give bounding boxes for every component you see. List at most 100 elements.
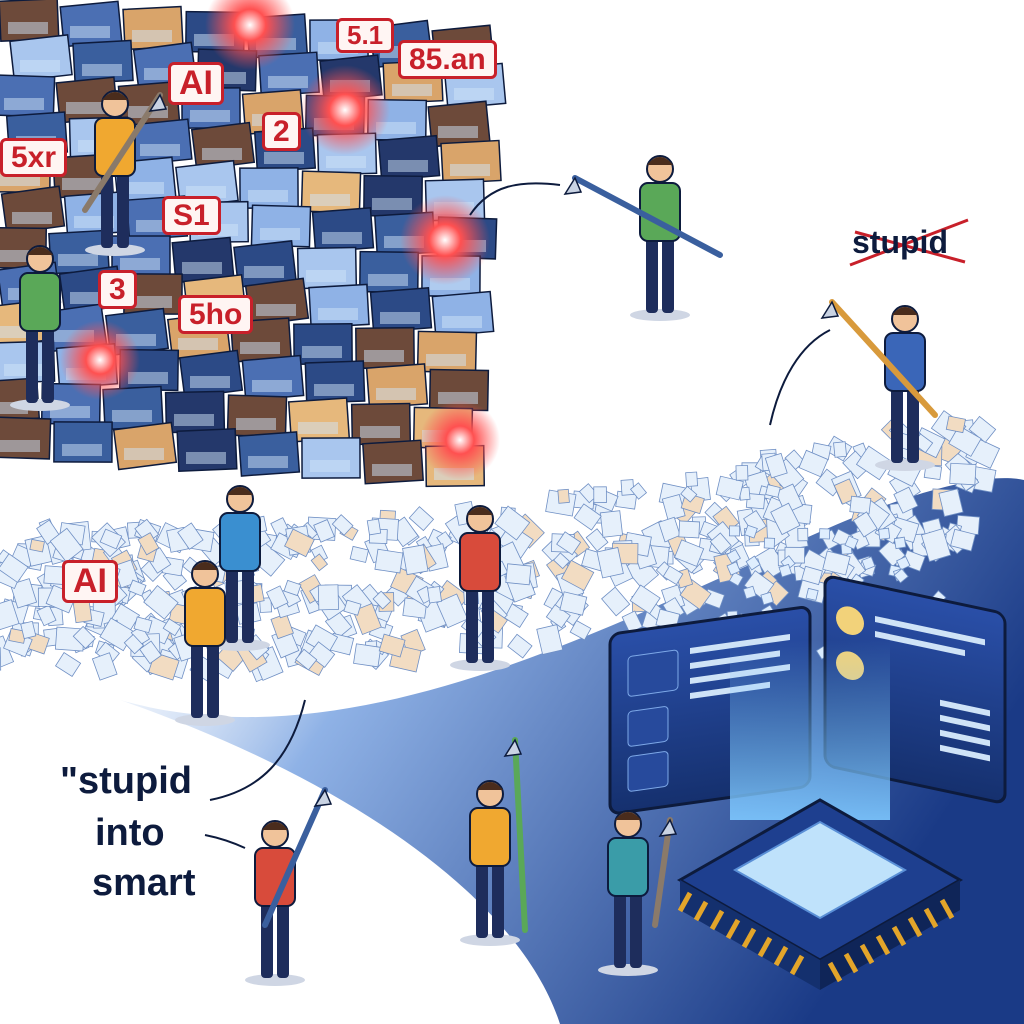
paper-sheet — [307, 641, 336, 668]
light-beam — [730, 640, 890, 820]
paper-sheet — [849, 495, 872, 515]
paper-sheet — [505, 563, 532, 586]
label-tag-7: 3 — [98, 270, 137, 309]
paper-sheet — [352, 602, 382, 636]
paper-sheet — [0, 599, 20, 631]
paper-sheet — [822, 550, 851, 576]
paper-sheet — [629, 584, 661, 615]
paper-sheet — [133, 616, 153, 634]
wall-photo — [0, 185, 66, 235]
wall-photo — [59, 0, 123, 48]
paper-sheet — [920, 528, 952, 562]
burst-1 — [205, 0, 295, 70]
people — [10, 90, 938, 986]
wall-photo — [427, 100, 491, 148]
paper-sheet — [378, 633, 406, 658]
spear — [652, 817, 673, 928]
paper-sheet — [945, 415, 966, 434]
wall-photo — [178, 349, 244, 399]
wall-photo — [164, 390, 226, 434]
paper-sheet — [270, 613, 294, 640]
chip-pin — [709, 909, 725, 931]
paper-sheet — [797, 527, 809, 542]
paper-sheet — [596, 547, 624, 579]
paper-sheet — [0, 553, 29, 583]
floating-sheet — [878, 527, 891, 540]
wall-photo — [0, 0, 60, 42]
paper-sheet — [735, 465, 749, 481]
paper-sheet — [49, 527, 84, 563]
paper-sheet — [764, 452, 788, 479]
wall-photo — [440, 139, 502, 185]
wall-photo — [296, 246, 358, 290]
wall-photo — [175, 159, 239, 209]
spear — [82, 92, 163, 213]
paper-sheet — [745, 492, 766, 510]
floating-sheet — [805, 587, 819, 601]
paper-sheet — [833, 441, 848, 458]
paper-sheet — [553, 552, 571, 570]
chip-pin — [789, 954, 805, 976]
paper-sheet — [295, 648, 318, 671]
wall-photo — [250, 204, 312, 248]
wall-photo — [237, 431, 301, 477]
label-tag-9: AI — [62, 560, 118, 604]
spear-tip — [148, 93, 168, 112]
spear — [829, 299, 938, 418]
wall-photo — [362, 439, 424, 485]
floating-sheet — [893, 536, 907, 550]
burst-3 — [400, 195, 490, 285]
floating-sheet — [861, 556, 876, 571]
person-lifting-blue — [210, 485, 270, 651]
paper-sheet — [29, 538, 45, 553]
paper-sheet — [678, 520, 700, 539]
wall-photo — [308, 283, 370, 329]
paper-sheet — [798, 449, 829, 478]
wall-photo — [365, 363, 429, 409]
spear-tip — [658, 818, 678, 837]
arrow-to-figure — [769, 329, 831, 426]
paper-sheet — [938, 488, 964, 517]
paper-sheet — [674, 539, 705, 567]
paper-sheet — [855, 445, 893, 481]
person-lifting-red — [450, 505, 510, 671]
paper-sheet — [569, 619, 592, 641]
floating-sheet — [728, 571, 744, 587]
person-bottom-red — [245, 787, 333, 986]
spear — [572, 175, 723, 258]
paper-sheet — [601, 586, 631, 617]
paper-sheet — [599, 510, 624, 538]
chip-pin — [923, 907, 939, 929]
wall-photo — [72, 39, 134, 85]
ai-processor — [608, 575, 1007, 990]
paper-sheet — [177, 522, 204, 550]
label-tag-2: AI — [168, 62, 224, 106]
paper-sheet — [284, 528, 315, 558]
paper-sheet — [715, 475, 744, 501]
paper-sheet — [331, 514, 354, 536]
label-tag-3: 2 — [262, 112, 301, 151]
label-tag-8: 5ho — [178, 295, 254, 334]
wall-photo — [377, 134, 441, 182]
paper-sheet — [310, 553, 329, 572]
paper-sheet — [402, 544, 429, 576]
paper-sheet — [143, 584, 179, 620]
spear-tip — [503, 738, 523, 757]
wall-photo — [129, 118, 193, 166]
floating-sheet — [726, 549, 741, 564]
paper-sheet — [72, 600, 93, 624]
quote-line-2: into — [95, 812, 165, 854]
chip-pin — [725, 918, 741, 940]
wall-photo — [300, 170, 362, 214]
chip-pin — [859, 943, 875, 965]
arrows — [204, 182, 831, 849]
paper-sheet — [494, 505, 531, 541]
floating-sheet — [819, 528, 831, 540]
paper-sheet — [765, 484, 781, 498]
wall-photo — [293, 323, 353, 365]
paper-sheet — [408, 506, 435, 532]
paper-sheet — [948, 425, 982, 457]
chip-pin — [843, 952, 859, 974]
paper-sheet — [560, 559, 595, 592]
wall-photo — [369, 287, 433, 333]
